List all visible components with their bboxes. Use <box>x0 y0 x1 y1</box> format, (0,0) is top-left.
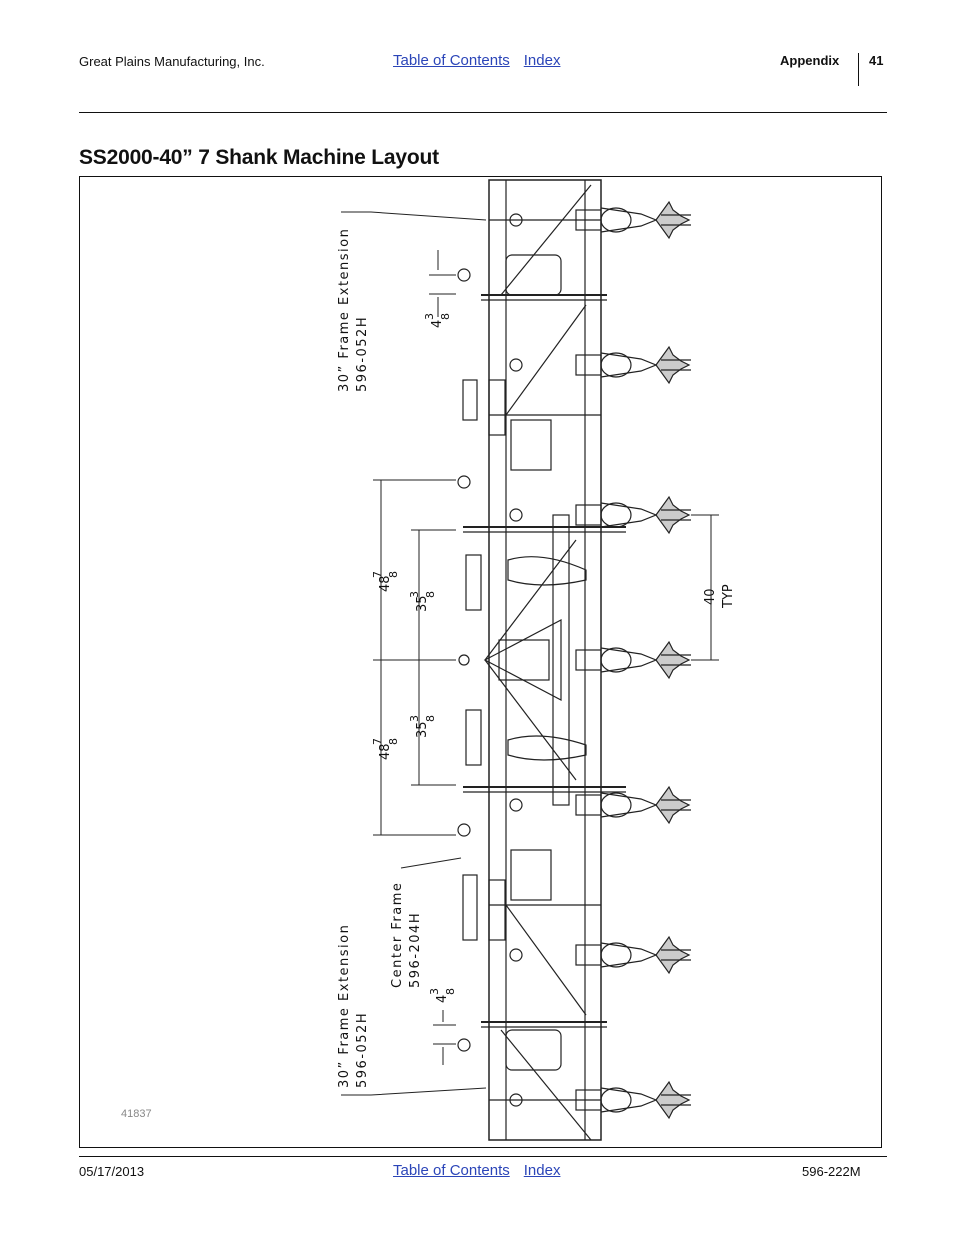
dim-4-upper: 4 <box>430 320 445 328</box>
bottom-extension-label-2: 596-052H <box>355 1012 370 1088</box>
dim-48-lower-den: 8 <box>387 738 400 745</box>
top-extension-label-1: 30” Frame Extension <box>337 228 352 392</box>
company-name: Great Plains Manufacturing, Inc. <box>79 54 265 69</box>
dim-35-upper: 35 <box>415 595 430 612</box>
center-frame-label-1: Center Frame <box>390 882 405 988</box>
dim-35-upper-den: 8 <box>424 591 437 598</box>
header-rule <box>79 112 887 113</box>
footer-date: 05/17/2013 <box>79 1164 145 1179</box>
dimension-labels: 30” Frame Extension 596-052H 30” Frame E… <box>337 228 736 1088</box>
dim-48-upper-num: 7 <box>371 571 384 578</box>
dim-4-lower-den: 8 <box>444 988 457 995</box>
dim-4-lower-num: 3 <box>428 988 441 995</box>
typ-value: 40 <box>703 588 718 605</box>
dim-48-lower-num: 7 <box>371 738 384 745</box>
page-title: SS2000-40” 7 Shank Machine Layout <box>79 146 439 169</box>
page-number: 41 <box>869 53 884 68</box>
dim-35-lower-den: 8 <box>424 715 437 722</box>
header-divider <box>858 53 859 86</box>
header-nav: Table of Contents Index <box>393 52 574 69</box>
dim-4-upper-num: 3 <box>423 313 436 320</box>
machine-layout-drawing: 30” Frame Extension 596-052H 30” Frame E… <box>337 179 736 1141</box>
dim-35-lower-num: 3 <box>408 715 421 722</box>
header-index-link[interactable]: Index <box>523 52 561 69</box>
bottom-extension-label-1: 30” Frame Extension <box>337 924 352 1088</box>
center-frame-label-2: 596-204H <box>408 912 423 988</box>
footer-index-link[interactable]: Index <box>523 1162 561 1179</box>
dim-48-upper: 48 <box>378 575 393 592</box>
footer-nav: Table of Contents Index <box>393 1162 574 1179</box>
dim-48-lower: 48 <box>378 743 393 760</box>
section-name: Appendix <box>780 53 840 68</box>
dim-48-upper-den: 8 <box>387 571 400 578</box>
dim-35-lower: 35 <box>415 721 430 738</box>
machine-layout-figure: 30” Frame Extension 596-052H 30” Frame E… <box>79 176 882 1148</box>
figure-number: 41837 <box>121 1108 152 1120</box>
dim-4-upper-den: 8 <box>439 313 452 320</box>
dim-4-lower: 4 <box>435 995 450 1003</box>
footer-toc-link[interactable]: Table of Contents <box>393 1162 510 1179</box>
footer-rule <box>79 1156 887 1157</box>
typ-label: TYP <box>721 584 736 609</box>
part-number: 596-222M <box>802 1164 861 1179</box>
header-toc-link[interactable]: Table of Contents <box>393 52 510 69</box>
top-extension-label-2: 596-052H <box>355 316 370 392</box>
dim-35-upper-num: 3 <box>408 591 421 598</box>
